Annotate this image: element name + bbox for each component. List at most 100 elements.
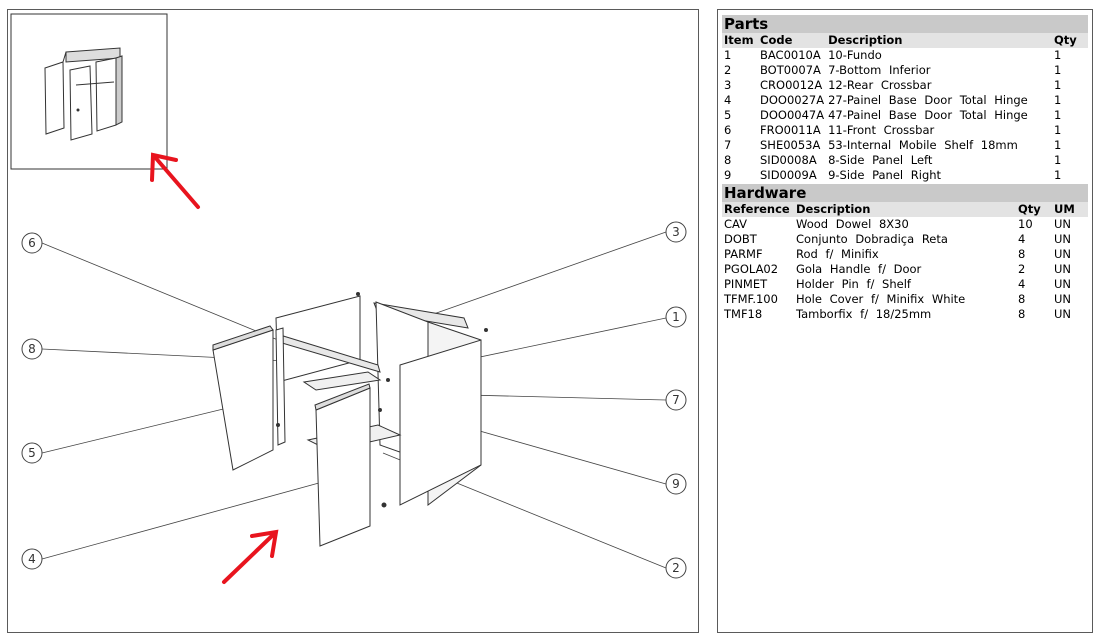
col-code: Code	[758, 33, 827, 48]
table-cell: 10	[1018, 217, 1033, 231]
table-cell: UN	[1054, 247, 1072, 261]
table-cell: 1	[1054, 138, 1062, 152]
col-hw-description: Description	[794, 202, 1016, 217]
table-cell: 1	[1054, 48, 1062, 62]
red-arrow-thumbnail-icon	[150, 152, 200, 209]
table-cell: TFMF.100	[724, 292, 778, 306]
table-cell: 1	[1054, 93, 1062, 107]
table-cell: 8	[1018, 307, 1026, 321]
table-cell: DOBT	[724, 232, 757, 246]
hardware-table: Reference Description Qty UM CAV Wood Dow…	[722, 202, 1088, 322]
svg-text:8: 8	[28, 342, 36, 356]
table-cell: 9-Side Panel Right	[828, 168, 942, 182]
table-cell: PINMET	[724, 277, 768, 291]
table-cell: Wood Dowel 8X30	[796, 217, 909, 231]
table-cell: 7	[724, 138, 732, 152]
table-cell: 5	[724, 108, 732, 122]
callout-6: 6	[21, 232, 43, 254]
table-cell: UN	[1054, 217, 1072, 231]
table-cell: SHE0053A	[760, 138, 821, 152]
table-cell: 4	[1018, 232, 1026, 246]
table-row: TFMF.100 Hole Cover f/ Minifix White 8 UN	[722, 292, 1088, 307]
door-right-part	[315, 387, 371, 547]
table-row: PINMET Holder Pin f/ Shelf 4 UN	[722, 277, 1088, 292]
callout-3: 3	[665, 221, 687, 243]
table-cell: TMF18	[724, 307, 763, 321]
table-cell: 12-Rear Crossbar	[828, 78, 932, 92]
table-cell: 1	[1054, 168, 1062, 182]
table-cell: Tamborfix f/ 18/25mm	[796, 307, 932, 321]
table-cell: Gola Handle f/ Door	[796, 262, 922, 276]
table-row: DOBT Conjunto Dobradiça Reta 4 UN	[722, 232, 1088, 247]
svg-text:4: 4	[28, 552, 36, 566]
red-arrow-door-icon	[222, 529, 279, 584]
table-cell: DOO0027A	[760, 93, 825, 107]
table-cell: BAC0010A	[760, 48, 821, 62]
callout-1: 1	[665, 306, 687, 328]
table-cell: Hole Cover f/ Minifix White	[796, 292, 966, 306]
table-cell: SID0009A	[760, 168, 817, 182]
table-cell: 1	[1054, 78, 1062, 92]
col-um: UM	[1052, 202, 1088, 217]
table-cell: Rod f/ Minifix	[796, 247, 879, 261]
callout-7: 7	[665, 389, 687, 411]
svg-text:3: 3	[672, 225, 680, 239]
col-reference: Reference	[722, 202, 794, 217]
table-cell: UN	[1054, 277, 1072, 291]
shelf-part	[302, 371, 382, 391]
assembly-drawing-panel: 1 2 3 4 5 6 7 8 9	[7, 9, 699, 633]
table-row: TMF18 Tamborfix f/ 18/25mm 8 UN	[722, 307, 1088, 322]
svg-text:1: 1	[672, 310, 680, 324]
table-cell: Conjunto Dobradiça Reta	[796, 232, 948, 246]
table-cell: UN	[1054, 307, 1072, 321]
table-cell: FRO0011A	[760, 123, 821, 137]
col-qty: Qty	[1052, 33, 1088, 48]
cabinet-parts	[212, 292, 488, 547]
thumbnail-cabinet-icon	[44, 47, 123, 141]
table-cell: UN	[1054, 292, 1072, 306]
door-left-part	[212, 329, 274, 471]
table-cell: 2	[724, 63, 732, 77]
table-cell: 1	[1054, 153, 1062, 167]
hardware-title: Hardware	[722, 184, 1088, 202]
callout-8: 8	[21, 338, 43, 360]
table-cell: UN	[1054, 232, 1072, 246]
table-cell: 27-Painel Base Door Total Hinge	[828, 93, 1028, 107]
callout-5: 5	[21, 442, 43, 464]
table-cell: CRO0012A	[760, 78, 823, 92]
table-cell: 8	[1018, 292, 1026, 306]
table-cell: SID0008A	[760, 153, 817, 167]
table-cell: Holder Pin f/ Shelf	[796, 277, 911, 291]
table-cell: CAV	[724, 217, 748, 231]
table-cell: 8	[724, 153, 732, 167]
table-cell: 47-Painel Base Door Total Hinge	[828, 108, 1028, 122]
col-item: Item	[722, 33, 758, 48]
parts-header-row: Item Code Description Qty	[722, 33, 1088, 48]
table-cell: 8	[1018, 247, 1026, 261]
annotation-arrows	[150, 152, 279, 584]
table-cell: 4	[1018, 277, 1026, 291]
table-cell: UN	[1054, 262, 1072, 276]
col-hw-qty: Qty	[1016, 202, 1052, 217]
exploded-view-drawing: 1 2 3 4 5 6 7 8 9	[10, 13, 687, 584]
table-cell: 1	[1054, 108, 1062, 122]
callout-9: 9	[665, 473, 687, 495]
parts-list-panel: Parts Item Code Description Qty 1 BAC0010…	[717, 9, 1093, 633]
svg-text:7: 7	[672, 393, 680, 407]
table-cell: 2	[1018, 262, 1026, 276]
hardware-header-row: Reference Description Qty UM	[722, 202, 1088, 217]
callout-4: 4	[21, 548, 43, 570]
svg-text:2: 2	[672, 561, 680, 575]
table-cell: DOO0047A	[760, 108, 825, 122]
parts-title: Parts	[722, 15, 1088, 33]
table-cell: 1	[1054, 123, 1062, 137]
